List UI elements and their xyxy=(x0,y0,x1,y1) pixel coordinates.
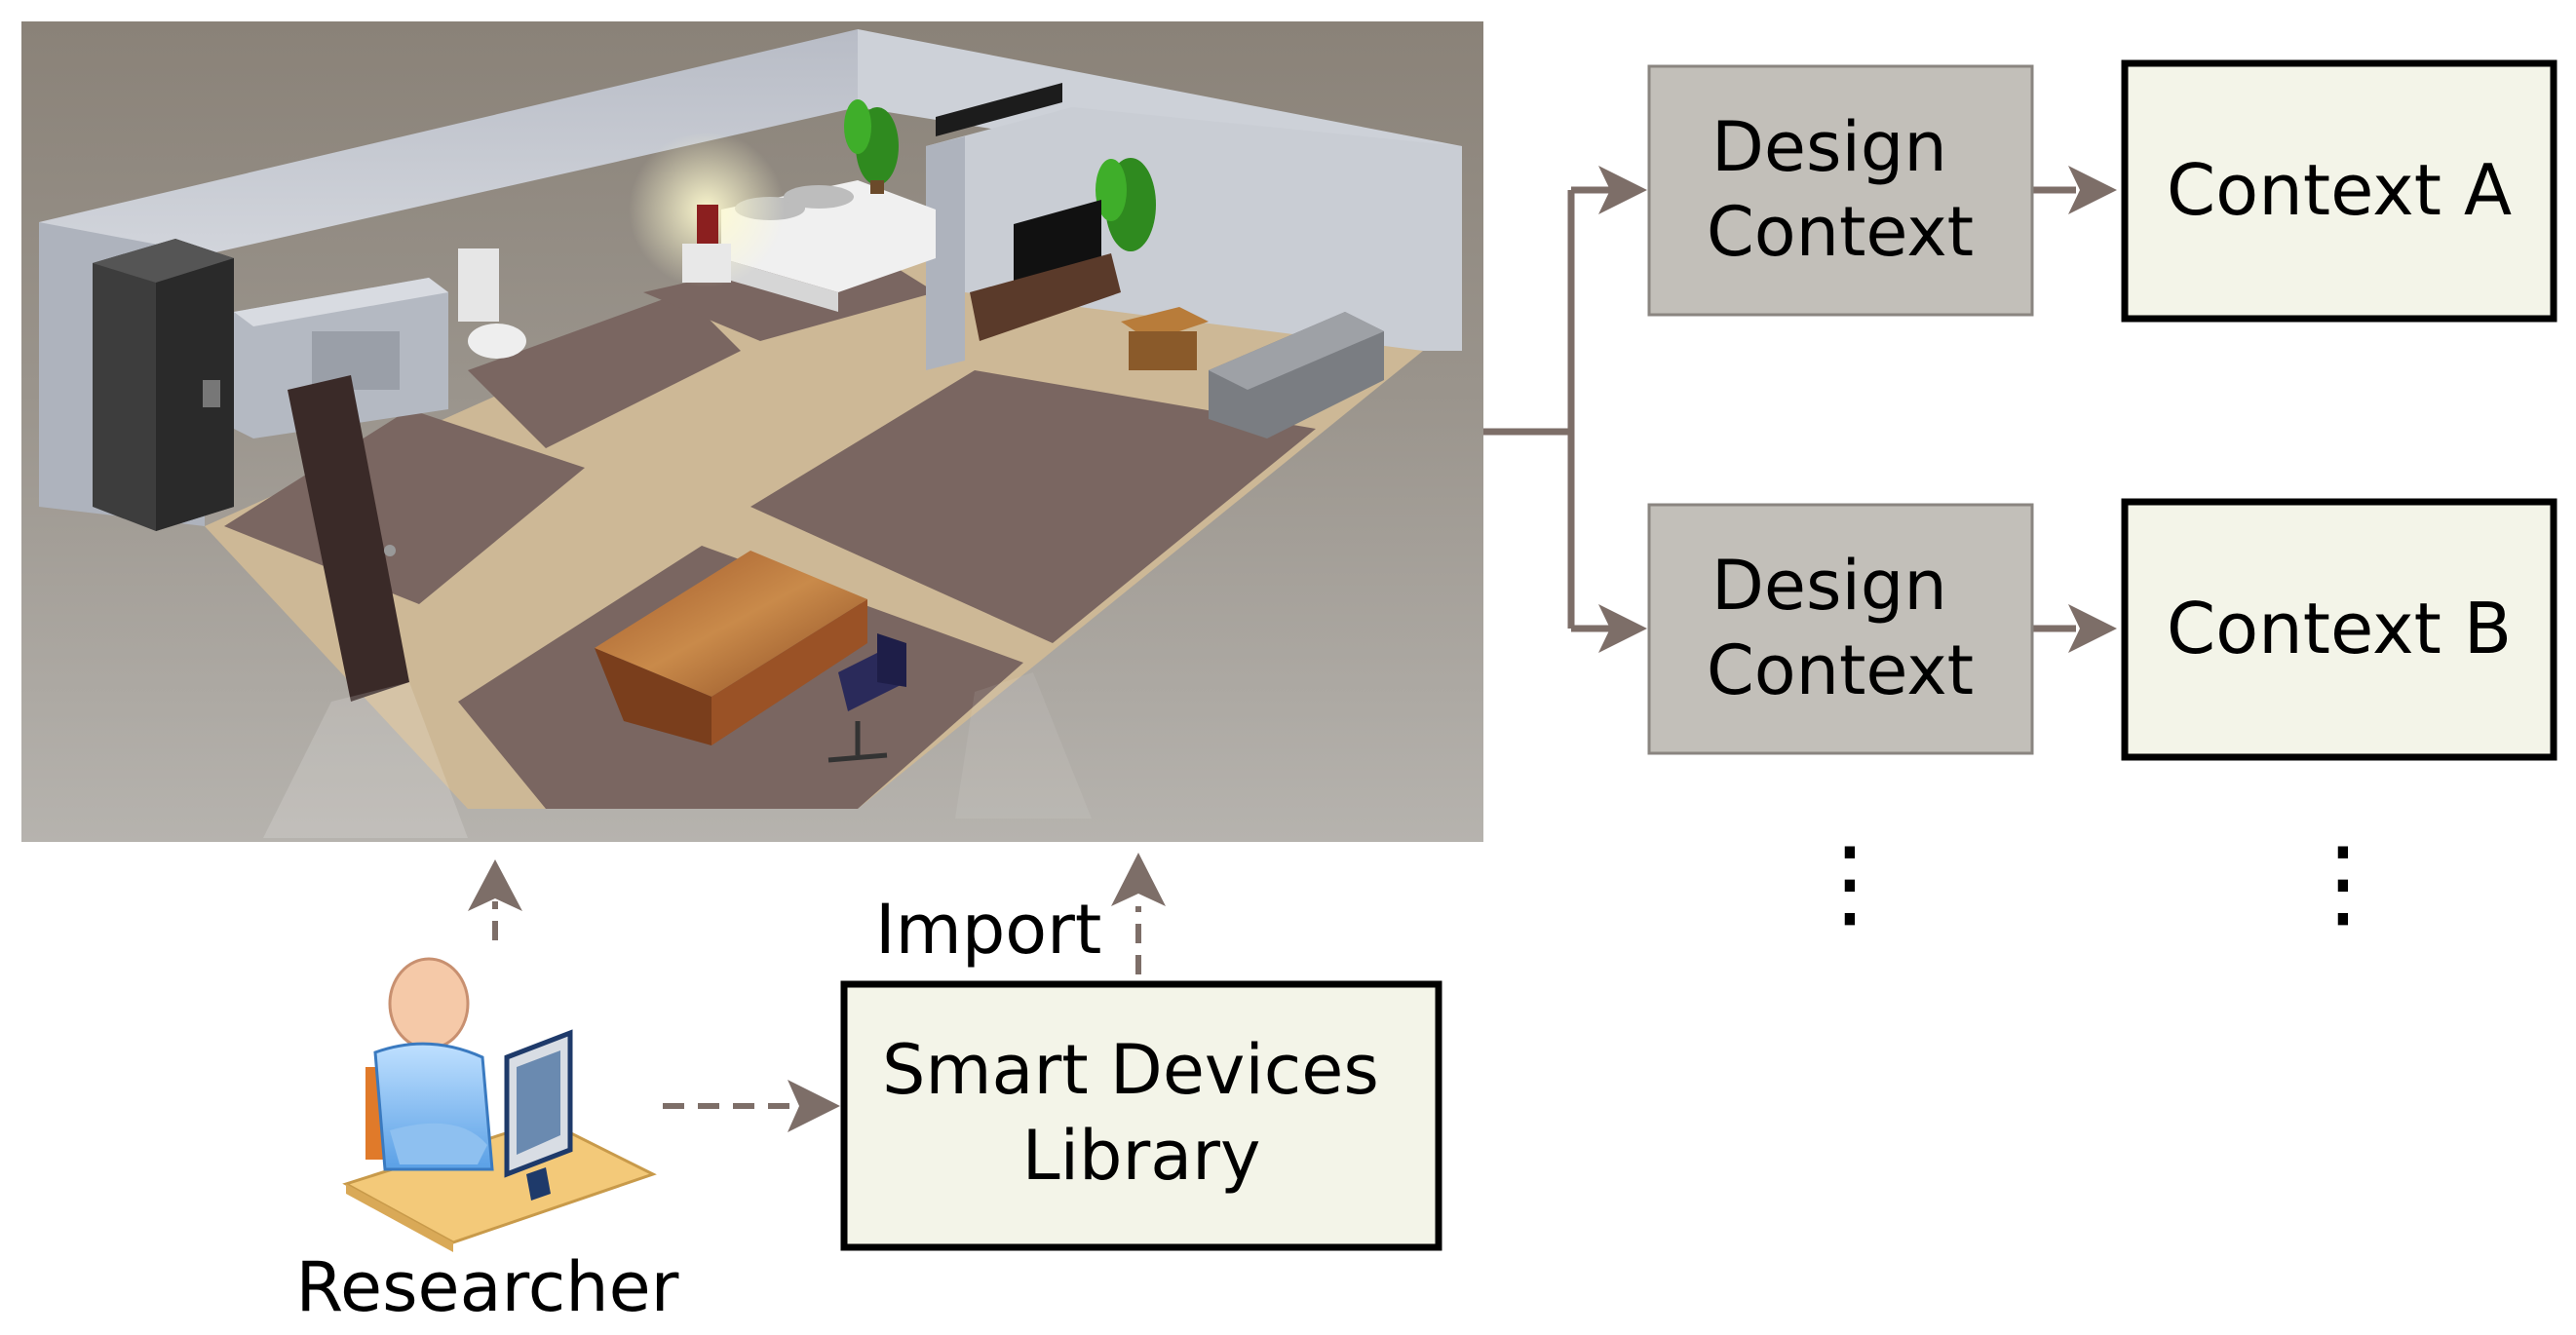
context-a-box: Context A xyxy=(2121,59,2557,323)
arrowhead-to-context-b xyxy=(2068,604,2117,653)
svg-text:Design Context: Design Context xyxy=(1707,107,1974,272)
arrowhead-to-design-1 xyxy=(1598,166,1647,214)
arrowhead-to-design-2 xyxy=(1598,604,1647,653)
svg-text:Design Context: Design Context xyxy=(1707,546,1974,710)
desk xyxy=(595,551,867,745)
room-to-design-connector xyxy=(1483,186,1610,632)
context-a-label: Context A xyxy=(2167,149,2512,231)
partition-wall xyxy=(926,107,1462,370)
room-render xyxy=(21,21,1483,842)
fridge xyxy=(93,239,234,531)
back-wall xyxy=(39,29,858,292)
context-b-box: Context B xyxy=(2121,498,2557,761)
door xyxy=(288,375,409,702)
smart-devices-library-box: Smart Devices Library xyxy=(840,980,1442,1251)
design-context-1-line1: Design xyxy=(1711,107,1947,187)
design-context-1-line2: Context xyxy=(1707,192,1974,272)
context-b-label: Context B xyxy=(2167,588,2512,669)
svg-text:Smart Devices Library: Smart Devices Library xyxy=(882,1030,1401,1196)
design-context-box-1: Design Context xyxy=(1647,64,2034,317)
design-context-box-2: Design Context xyxy=(1647,503,2034,755)
plant-2 xyxy=(1096,158,1156,251)
arrowhead-to-context-a xyxy=(2068,166,2117,214)
researcher-label: Researcher xyxy=(296,1247,679,1327)
import-label: Import xyxy=(875,890,1101,970)
ellipsis-context: ⋮ xyxy=(2294,825,2392,939)
plant-1 xyxy=(844,99,899,194)
design-context-2-line2: Context xyxy=(1707,630,1974,710)
ellipsis-design: ⋮ xyxy=(1801,825,1899,939)
library-line1: Smart Devices xyxy=(882,1030,1379,1110)
design-context-2-line1: Design xyxy=(1711,546,1947,626)
researcher-icon xyxy=(342,957,657,1252)
office-chair xyxy=(827,633,906,763)
library-line2: Library xyxy=(1022,1116,1261,1196)
